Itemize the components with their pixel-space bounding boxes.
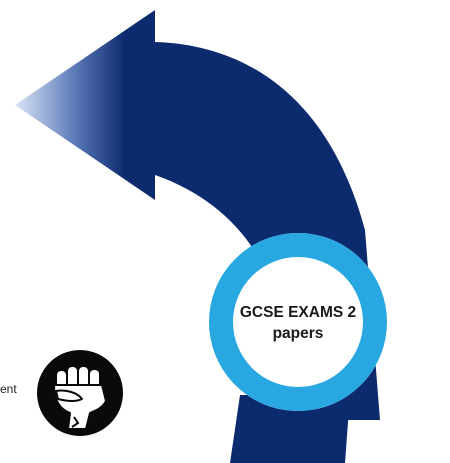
step-circle [209, 233, 387, 411]
step-label-line1: GCSE EXAMS 2 [239, 304, 357, 321]
cropped-text-fragment: ent [0, 382, 17, 396]
step-label: GCSE EXAMS 2 papers [238, 302, 358, 344]
step-label-line2: papers [272, 325, 324, 342]
raised-fist-icon [37, 350, 123, 436]
